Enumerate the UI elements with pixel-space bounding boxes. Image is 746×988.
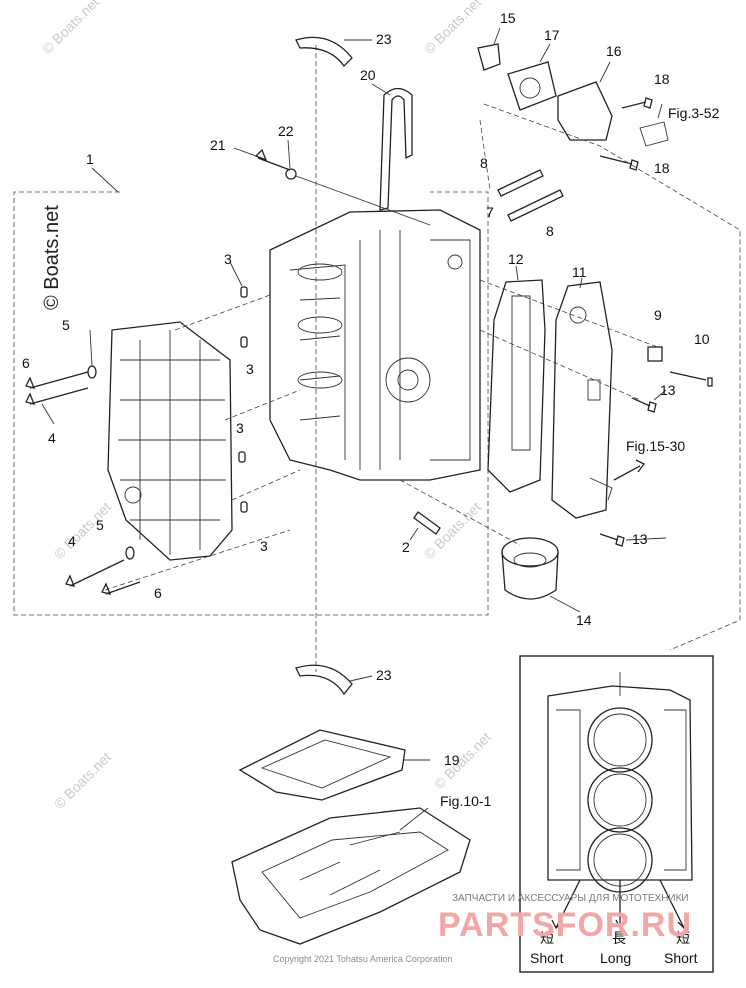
oil-filter-stud: [413, 511, 441, 535]
inset-short-left-kanji: 短: [540, 931, 554, 947]
inset-frame: [519, 655, 714, 973]
thermostat-group: [477, 43, 669, 171]
washer-22: [285, 168, 297, 180]
callout-7: 7: [486, 204, 494, 220]
figure-references: Fig.3-52 Fig.15-30 Fig.10-1: [440, 105, 720, 809]
callout-8: 8: [546, 223, 554, 239]
brand-logo: PARTSFOR.RU: [438, 906, 692, 944]
callout-9: 9: [654, 307, 662, 323]
fig-ref-3-52: Fig.3-52: [668, 105, 720, 121]
callout-3: 3: [246, 361, 254, 377]
callout-17: 17: [544, 27, 560, 43]
oil-pan-gasket-inner: [260, 739, 392, 789]
copyright-text: Copyright 2021 Tohatsu America Corporati…: [273, 954, 452, 964]
alignment-lines: [479, 119, 491, 191]
callout-19: 19: [444, 752, 460, 768]
callout-13: 13: [660, 382, 676, 398]
thrust-bearing-lower: [295, 664, 353, 696]
dowel-pins: [238, 286, 248, 513]
watermark-main: © Boats.net: [41, 205, 63, 310]
watermark-text: © Boats.net: [431, 729, 494, 792]
callout-14: 14: [576, 612, 592, 628]
callout-21: 21: [210, 137, 226, 153]
exhaust-gasket: [487, 279, 546, 493]
leader-line: [295, 175, 431, 226]
callout-5: 5: [96, 517, 104, 533]
cylinder-block: [269, 209, 481, 481]
watermark-text: © Boats.net: [51, 499, 114, 562]
callout-18: 18: [654, 71, 670, 87]
callout-15: 15: [500, 10, 516, 26]
callout-23: 23: [376, 31, 392, 47]
callout-8: 8: [480, 155, 488, 171]
callout-3: 3: [224, 251, 232, 267]
watermark-text: © Boats.net: [51, 749, 114, 812]
oil-pan-gasket: [238, 729, 406, 801]
background-watermarks: © Boats.net © Boats.net © Boats.net © Bo…: [39, 0, 494, 812]
inset-labels: 短 Short 長 Long 短 Short: [530, 931, 698, 966]
pins-8: [497, 169, 564, 222]
callout-3: 3: [236, 420, 244, 436]
leader-line: [399, 807, 429, 831]
inset-long-kanji: 長: [612, 931, 626, 947]
oil-filter: [501, 537, 559, 600]
inset-block-view: [547, 672, 693, 893]
inset-short-right: Short: [664, 950, 698, 966]
bolt-21: [254, 148, 291, 171]
callout-10: 10: [694, 331, 710, 347]
bolt-13: [599, 533, 625, 547]
alignment-lines: [104, 279, 661, 591]
bolt-13: [631, 397, 657, 413]
callout-13: 13: [632, 531, 648, 547]
callout-leaders: [41, 27, 667, 761]
thrust-bearing-upper: [295, 36, 353, 68]
fig-ref-10-1: Fig.10-1: [440, 793, 492, 809]
watermark-text: © Boats.net: [421, 0, 484, 57]
callout-6: 6: [22, 355, 30, 371]
watermark-text: © Boats.net: [39, 0, 102, 57]
inset-long: Long: [600, 950, 631, 966]
callout-18: 18: [654, 160, 670, 176]
inset-short-left: Short: [530, 950, 564, 966]
callout-3: 3: [260, 538, 268, 554]
callout-11: 11: [572, 264, 587, 280]
sensor-9: [647, 346, 663, 362]
callout-22: 22: [278, 123, 294, 139]
crankcase-cover: [107, 321, 233, 561]
leader-line: [91, 167, 119, 193]
callout-5: 5: [62, 317, 70, 333]
oil-pan: [231, 807, 471, 945]
inset-short-right-kanji: 短: [676, 931, 690, 947]
callout-4: 4: [48, 430, 56, 446]
callout-4: 4: [68, 533, 76, 549]
callout-20: 20: [360, 67, 376, 83]
fig-ref-15-30: Fig.15-30: [626, 438, 685, 454]
inset-arrows: [551, 879, 689, 930]
assembly-boundary: [13, 191, 489, 616]
exhaust-cover: [551, 281, 613, 519]
brand-caption: ЗАПЧАСТИ И АКСЕССУАРЫ ДЛЯ МОТОТЕХНИКИ: [452, 893, 689, 904]
callout-23: 23: [376, 667, 392, 683]
callout-numbers: 1 2 3 3 3 3 4 4 5 5 6 6 7 8 8 9 10 11 12…: [22, 10, 710, 768]
callout-2: 2: [402, 539, 410, 555]
callout-16: 16: [606, 43, 622, 59]
hanger-bracket: [379, 87, 413, 211]
alignment-lines: [483, 103, 741, 651]
reference-arrow: [613, 459, 645, 481]
bolt-10: [669, 371, 713, 387]
callout-12: 12: [508, 251, 524, 267]
callout-1: 1: [86, 151, 94, 167]
callout-6: 6: [154, 585, 162, 601]
